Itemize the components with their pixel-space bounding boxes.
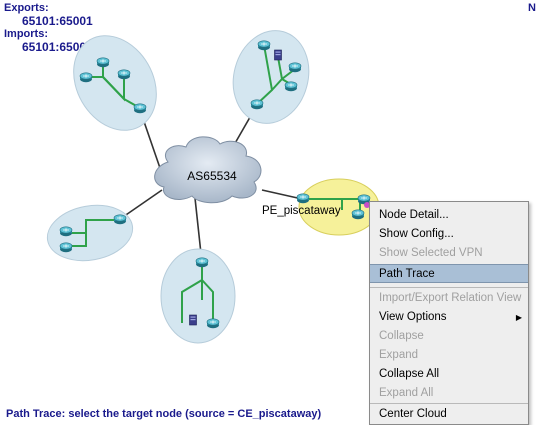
cloud-icon[interactable] — [154, 136, 262, 204]
router-icon — [250, 99, 264, 110]
link-to-cluster-w — [119, 189, 163, 220]
menu-item-path-trace[interactable]: Path Trace — [370, 264, 528, 283]
vpn-info: Exports: 65101:65001 Imports: 65101:6500… — [4, 2, 93, 54]
menu-item-view-options[interactable]: View Options ▶ — [370, 308, 528, 327]
router-icon — [79, 72, 93, 83]
cluster-ne[interactable] — [223, 22, 319, 132]
view-options-label: View Options — [379, 311, 447, 323]
cluster-s[interactable] — [160, 248, 236, 344]
router-icon — [59, 242, 73, 253]
router-icon — [296, 193, 310, 204]
menu-item-center-cloud[interactable]: Center Cloud — [379, 408, 447, 420]
cluster-nw[interactable] — [57, 21, 173, 146]
menu-item-show-selected-vpn[interactable]: Show Selected VPN — [379, 247, 483, 259]
corner-label: N — [528, 2, 536, 14]
router-icon — [195, 257, 209, 268]
cluster-pe-piscataway[interactable] — [296, 178, 380, 236]
menu-separator — [370, 403, 528, 404]
exports-value: 65101:65001 — [22, 14, 93, 28]
status-bar-text: Path Trace: select the target node (sour… — [6, 408, 322, 420]
menu-item-collapse[interactable]: Collapse — [379, 330, 424, 342]
exports-label: Exports: — [4, 2, 49, 14]
menu-item-collapse-all[interactable]: Collapse All — [379, 368, 440, 380]
submenu-arrow-icon: ▶ — [515, 313, 522, 322]
router-icon — [133, 103, 147, 114]
router-icon — [96, 57, 110, 68]
selected-node-marker — [364, 202, 370, 208]
menu-item-import-export[interactable]: Import/Export Relation View — [379, 292, 522, 304]
router-icon — [113, 214, 127, 225]
link-to-pe-piscataway — [261, 189, 303, 200]
router-icon — [59, 226, 73, 237]
cloud-label: AS65534 — [187, 169, 237, 183]
cluster-w[interactable] — [43, 199, 137, 267]
menu-separator — [370, 287, 528, 288]
node-label-pe: PE_piscataway — [262, 205, 341, 217]
imports-value: 65101:65001 — [22, 40, 93, 54]
router-icon — [206, 318, 220, 329]
router-icon — [117, 69, 131, 80]
context-menu: Node Detail... Show Config... Show Selec… — [369, 201, 529, 425]
server-icon — [274, 49, 282, 61]
router-icon — [284, 81, 298, 92]
menu-item-show-config[interactable]: Show Config... — [379, 228, 454, 240]
router-icon — [288, 62, 302, 73]
router-icon — [351, 209, 365, 220]
menu-item-node-detail[interactable]: Node Detail... — [379, 209, 449, 221]
router-icon — [257, 40, 271, 51]
imports-label: Imports: — [4, 28, 48, 40]
menu-item-expand-all[interactable]: Expand All — [379, 387, 434, 399]
server-icon — [189, 314, 197, 326]
menu-item-expand[interactable]: Expand — [379, 349, 419, 361]
